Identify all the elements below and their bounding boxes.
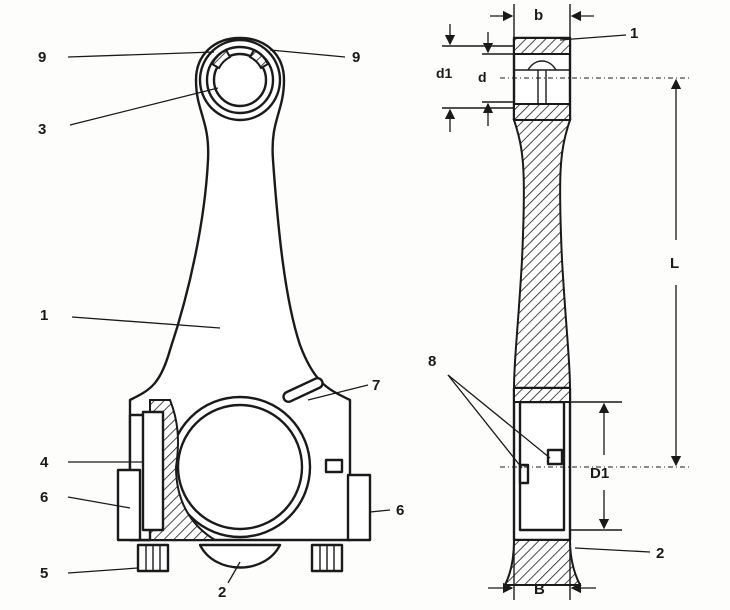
- label-2-side: 2: [656, 545, 664, 562]
- label-3: 3: [38, 121, 46, 138]
- side-big-end-hatch-top: [513, 387, 571, 403]
- front-view: 9 9 3 1 7 4 6 6 5 2: [38, 36, 404, 601]
- dim-d1: d1: [436, 65, 453, 81]
- small-end-bore: [212, 52, 268, 108]
- rod-body: [128, 36, 352, 542]
- locating-tab: [324, 458, 344, 474]
- label-9-left: 9: [38, 49, 46, 66]
- label-5: 5: [40, 565, 48, 582]
- label-8: 8: [428, 353, 436, 370]
- side-view: b 1 d1 d L D1 8 2: [428, 4, 690, 600]
- bush-segment-right: [248, 48, 270, 70]
- cap-bottom: [198, 543, 282, 569]
- side-cap: [503, 539, 582, 586]
- label-2-front: 2: [218, 584, 226, 601]
- right-nut-block: [346, 473, 372, 542]
- big-end-bearing: [176, 403, 304, 531]
- dim-d: d: [478, 69, 487, 85]
- side-shank: [512, 119, 572, 389]
- label-7: 7: [372, 377, 380, 394]
- label-4: 4: [40, 454, 49, 471]
- label-9-right: 9: [352, 49, 360, 66]
- left-nut-block: [116, 468, 142, 542]
- dim-B: B: [534, 581, 545, 598]
- label-6-right: 6: [396, 502, 404, 519]
- label-6-left: 6: [40, 489, 48, 506]
- big-end-section: [149, 399, 219, 541]
- dim-b: b: [534, 7, 543, 24]
- bush-segment-left: [210, 48, 232, 70]
- side-tang-upper: [546, 448, 564, 466]
- side-bush-bottom: [513, 103, 571, 121]
- label-1-front: 1: [40, 307, 48, 324]
- side-tang-lower: [518, 463, 530, 485]
- dim-L: L: [670, 255, 679, 272]
- oil-slot: [282, 377, 324, 403]
- dim-D1: D1: [590, 465, 609, 482]
- label-1-side: 1: [630, 25, 638, 42]
- left-dowel: [141, 410, 165, 532]
